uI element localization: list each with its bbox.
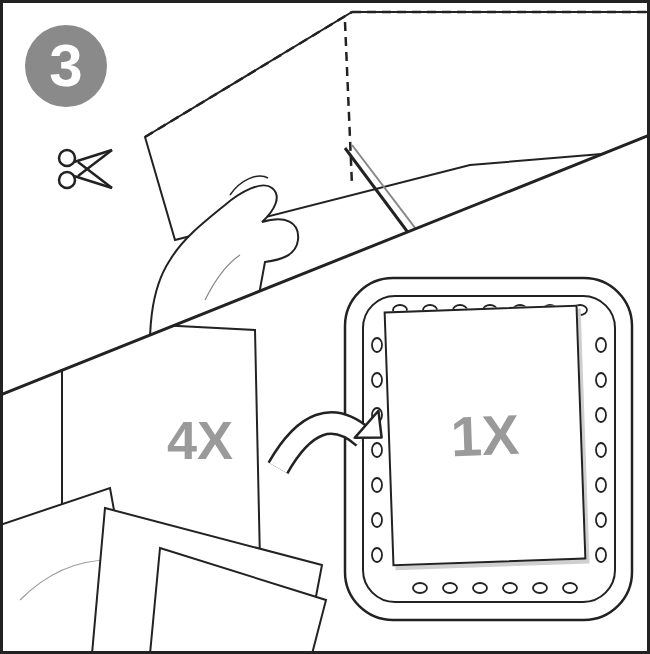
curved-arrow [278, 411, 382, 468]
node-label: 4X [167, 413, 233, 467]
paper-square: 1X [384, 305, 587, 567]
tray-scene [0, 278, 632, 654]
scissors-icon [59, 150, 112, 188]
sheet-stack: 4X [120, 400, 280, 480]
node-label: 3 [49, 36, 82, 96]
node-label: 1X [450, 406, 520, 464]
step-number-circle: 3 [25, 25, 107, 107]
